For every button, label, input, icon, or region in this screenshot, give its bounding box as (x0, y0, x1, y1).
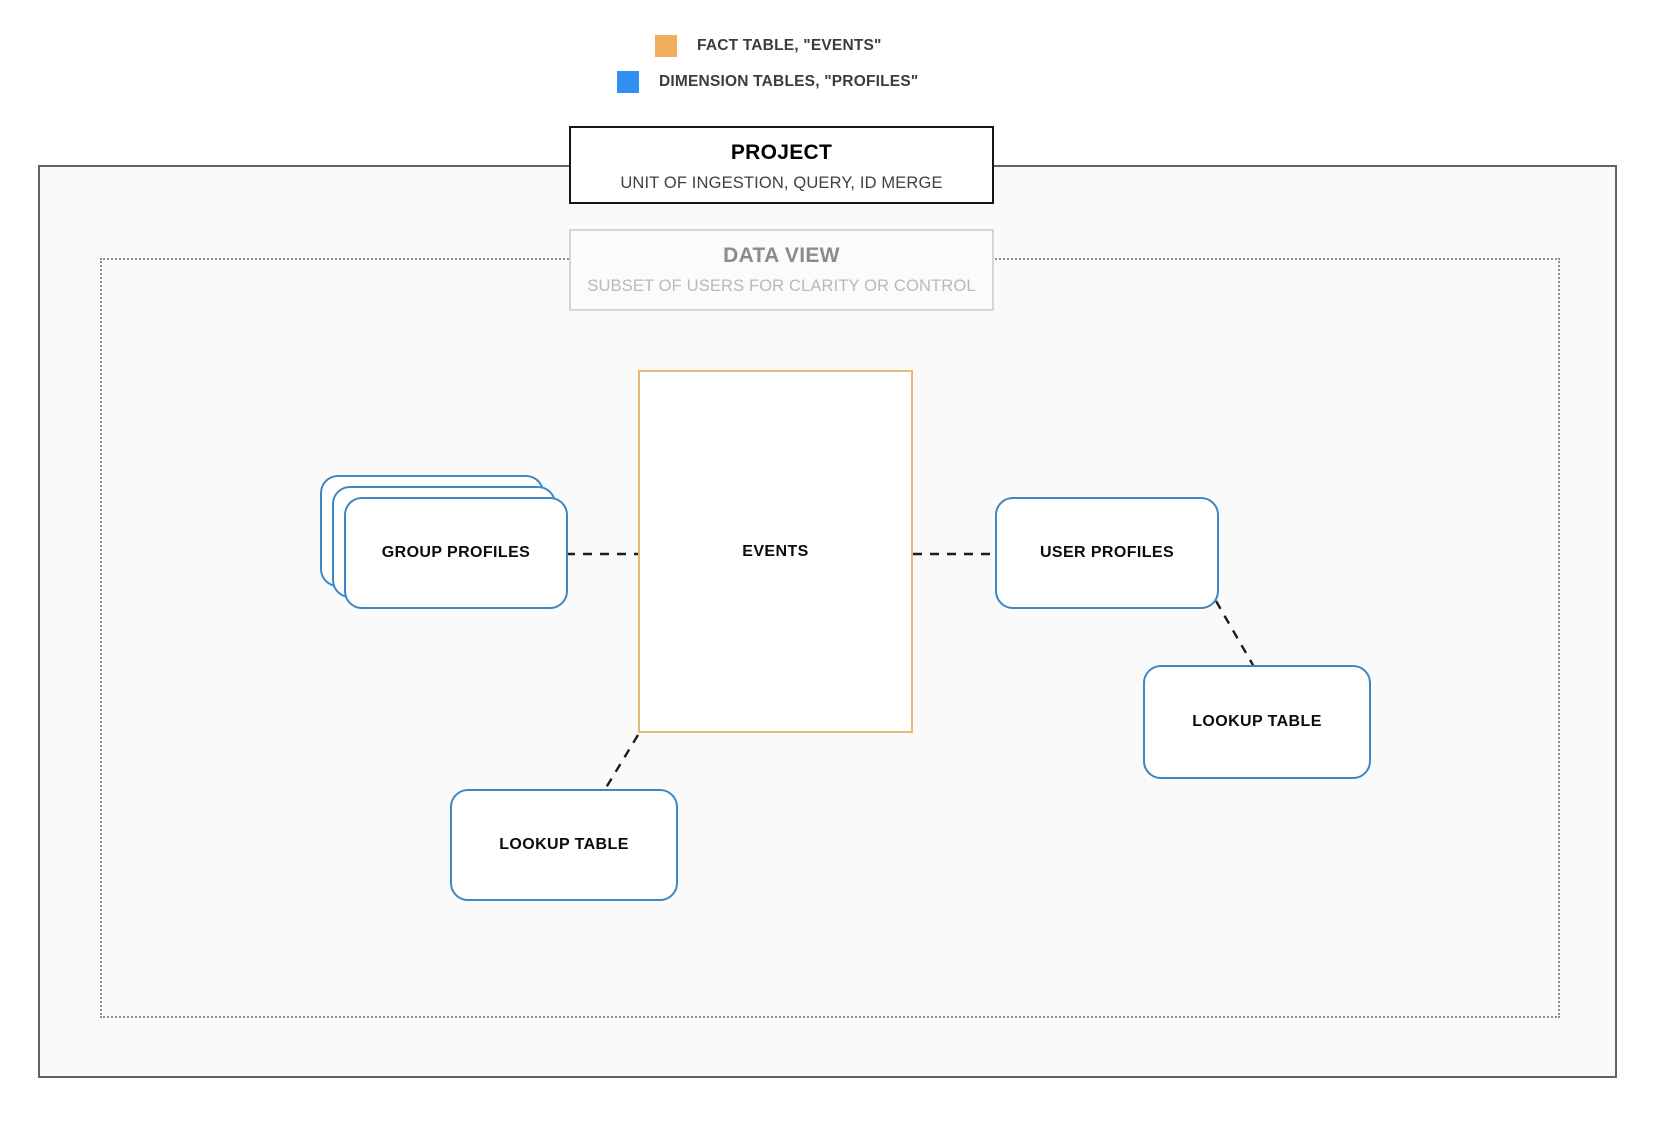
node-lookup-table-left[interactable]: LOOKUP TABLE (450, 789, 678, 901)
data-view-header-box[interactable]: DATA VIEW SUBSET OF USERS FOR CLARITY OR… (569, 229, 994, 311)
node-label-user-profiles: USER PROFILES (1039, 544, 1175, 561)
node-events-fact-table[interactable]: EVENTS (638, 370, 913, 733)
node-label-group-profiles: GROUP PROFILES (381, 544, 531, 561)
legend-label-fact-table: FACT TABLE, "EVENTS" (697, 37, 882, 54)
node-label-lookup-table-right: LOOKUP TABLE (1192, 713, 1322, 730)
blue-square-swatch (617, 71, 639, 93)
data-view-title: DATA VIEW (723, 244, 840, 267)
project-subtitle: UNIT OF INGESTION, QUERY, ID MERGE (620, 174, 943, 192)
legend-label-dimension-tables: DIMENSION TABLES, "PROFILES" (659, 73, 919, 90)
data-view-subtitle: SUBSET OF USERS FOR CLARITY OR CONTROL (587, 277, 976, 295)
orange-square-swatch (655, 35, 677, 57)
node-label-lookup-table-left: LOOKUP TABLE (499, 836, 629, 853)
project-header-box[interactable]: PROJECT UNIT OF INGESTION, QUERY, ID MER… (569, 126, 994, 204)
project-title: PROJECT (730, 141, 833, 164)
group-profiles-card-front[interactable]: GROUP PROFILES (344, 497, 568, 609)
legend-item-fact-table: FACT TABLE, "EVENTS" (655, 35, 882, 57)
legend-item-dimension-tables: DIMENSION TABLES, "PROFILES" (617, 71, 918, 93)
node-user-profiles[interactable]: USER PROFILES (995, 497, 1219, 609)
node-label-events: EVENTS (742, 542, 809, 560)
node-group-profiles-stack[interactable]: GROUP PROFILES (320, 475, 568, 610)
node-lookup-table-right[interactable]: LOOKUP TABLE (1143, 665, 1371, 779)
